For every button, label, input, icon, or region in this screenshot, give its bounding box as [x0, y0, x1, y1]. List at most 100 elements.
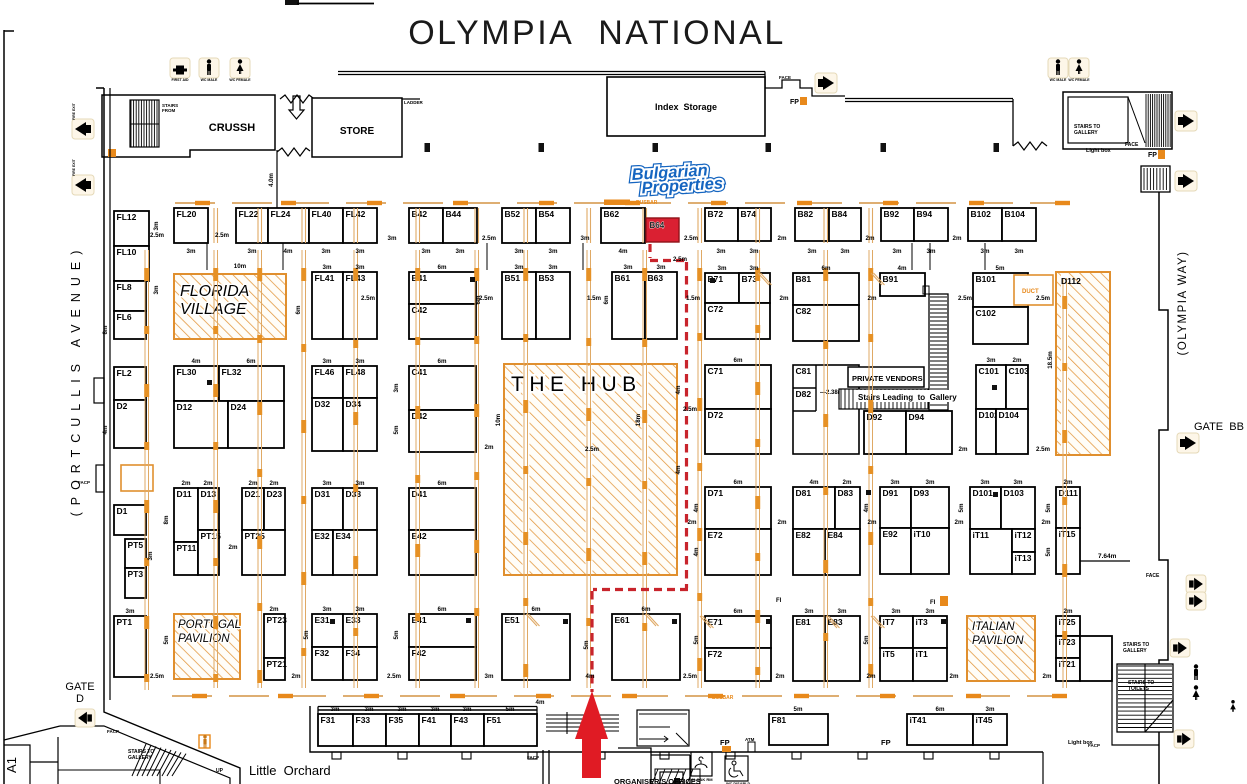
svg-text:4m: 4m	[693, 503, 700, 512]
svg-text:D13: D13	[201, 489, 217, 499]
svg-text:3m: 3m	[926, 608, 935, 615]
svg-text:iT1: iT1	[916, 649, 929, 659]
svg-text:D112: D112	[1061, 276, 1081, 286]
svg-text:3m: 3m	[750, 248, 759, 255]
svg-text:3m: 3m	[323, 480, 332, 487]
svg-text:6m: 6m	[475, 295, 482, 304]
svg-text:2.5m: 2.5m	[479, 295, 494, 302]
svg-text:2m: 2m	[1043, 673, 1052, 680]
svg-text:3m: 3m	[248, 248, 257, 255]
svg-text:2.5m: 2.5m	[150, 673, 165, 680]
svg-text:D12: D12	[177, 402, 193, 412]
svg-text:FP: FP	[1148, 152, 1157, 159]
svg-text:F35: F35	[389, 715, 404, 725]
svg-text:3m: 3m	[515, 248, 524, 255]
svg-text:iT45: iT45	[976, 715, 993, 725]
svg-text:D11: D11	[177, 489, 192, 499]
svg-text:3m: 3m	[187, 248, 196, 255]
svg-text:Light box: Light box	[1086, 148, 1112, 154]
svg-text:FIRE EXIT: FIRE EXIT	[72, 102, 76, 120]
svg-text:E84: E84	[828, 530, 843, 540]
svg-text:3m: 3m	[147, 551, 154, 560]
svg-text:PT11: PT11	[177, 543, 197, 553]
svg-text:D94: D94	[909, 412, 925, 422]
svg-text:2.5m: 2.5m	[361, 295, 376, 302]
svg-text:iT11: iT11	[973, 530, 990, 540]
svg-text:5m: 5m	[794, 706, 803, 713]
svg-text:2m: 2m	[270, 606, 279, 613]
svg-text:5m: 5m	[1045, 503, 1052, 512]
svg-text:3m: 3m	[515, 264, 524, 271]
svg-text:3m: 3m	[926, 479, 935, 486]
svg-text:FI: FI	[930, 600, 936, 606]
svg-text:E82: E82	[796, 530, 811, 540]
svg-text:Little Orchard: Little Orchard	[249, 763, 331, 778]
svg-text:3m: 3m	[717, 248, 726, 255]
svg-text:2m: 2m	[778, 519, 787, 526]
svg-text:5m: 5m	[863, 635, 870, 644]
svg-text:B72: B72	[708, 209, 724, 219]
svg-text:F51: F51	[487, 715, 502, 725]
svg-text:D91: D91	[883, 488, 899, 498]
svg-text:3m: 3m	[808, 248, 817, 255]
svg-text:FIRE EXIT: FIRE EXIT	[72, 158, 76, 176]
svg-text:PT21: PT21	[267, 659, 288, 669]
svg-text:BUSBAR: BUSBAR	[636, 200, 658, 206]
svg-text:GATE BB: GATE BB	[1194, 421, 1244, 433]
svg-text:B84: B84	[832, 209, 848, 219]
svg-text:E92: E92	[883, 529, 898, 539]
svg-text:B104: B104	[1005, 209, 1026, 219]
svg-text:3m: 3m	[388, 235, 397, 242]
svg-text:5m: 5m	[583, 640, 590, 649]
svg-text:5m: 5m	[163, 635, 170, 644]
svg-text:A1: A1	[4, 757, 19, 773]
svg-text:B61: B61	[615, 273, 631, 283]
svg-text:iT13: iT13	[1015, 553, 1032, 563]
svg-text:3m: 3m	[657, 264, 666, 271]
svg-text:2m: 2m	[778, 235, 787, 242]
svg-text:6m: 6m	[603, 295, 610, 304]
svg-text:2m: 2m	[780, 295, 789, 302]
svg-text:5m: 5m	[996, 265, 1005, 272]
svg-text:GALLERY: GALLERY	[1123, 648, 1147, 654]
svg-text:E72: E72	[708, 530, 723, 540]
svg-text:D: D	[76, 693, 84, 705]
svg-text:2m: 2m	[292, 673, 301, 680]
svg-text:B71: B71	[708, 274, 724, 284]
svg-text:FL20: FL20	[177, 209, 197, 219]
svg-text:FL30: FL30	[177, 367, 197, 377]
svg-text:WC FEMALE: WC FEMALE	[1068, 78, 1090, 82]
svg-text:3m: 3m	[981, 479, 990, 486]
svg-text:F81: F81	[772, 715, 787, 725]
svg-text:6m: 6m	[734, 357, 743, 364]
svg-text:iT10: iT10	[914, 529, 931, 539]
svg-text:3m: 3m	[987, 357, 996, 364]
svg-text:2m: 2m	[953, 235, 962, 242]
svg-text:iT23: iT23	[1059, 637, 1076, 647]
svg-text:3m: 3m	[1014, 479, 1023, 486]
svg-text:D2: D2	[117, 401, 128, 411]
svg-text:3m: 3m	[456, 248, 465, 255]
svg-text:OLYMPIA NATIONAL: OLYMPIA NATIONAL	[408, 14, 786, 52]
svg-text:STAIRS: STAIRS	[162, 103, 178, 108]
svg-text:2m: 2m	[688, 519, 697, 526]
svg-text:E51: E51	[505, 615, 520, 625]
svg-text:CRUSSH: CRUSSH	[209, 122, 256, 134]
svg-text:E81: E81	[796, 617, 811, 627]
svg-text:6m: 6m	[936, 706, 945, 713]
svg-text:CLOAK RM: CLOAK RM	[691, 777, 713, 782]
svg-text:1.5m: 1.5m	[587, 295, 602, 302]
svg-text:2.5m: 2.5m	[958, 295, 973, 302]
svg-text:PAVILION: PAVILION	[178, 633, 230, 645]
svg-text:B44: B44	[446, 209, 462, 219]
svg-text:STORE: STORE	[340, 126, 375, 137]
svg-text:WC MALE: WC MALE	[201, 78, 218, 82]
svg-text:3m: 3m	[356, 248, 365, 255]
svg-text:3m: 3m	[841, 248, 850, 255]
svg-text:2m: 2m	[866, 235, 875, 242]
svg-text:D72: D72	[708, 410, 724, 420]
svg-text:3m: 3m	[356, 358, 365, 365]
svg-text:6m: 6m	[438, 606, 447, 613]
svg-text:4m: 4m	[810, 479, 819, 486]
svg-text:6m: 6m	[642, 606, 651, 613]
